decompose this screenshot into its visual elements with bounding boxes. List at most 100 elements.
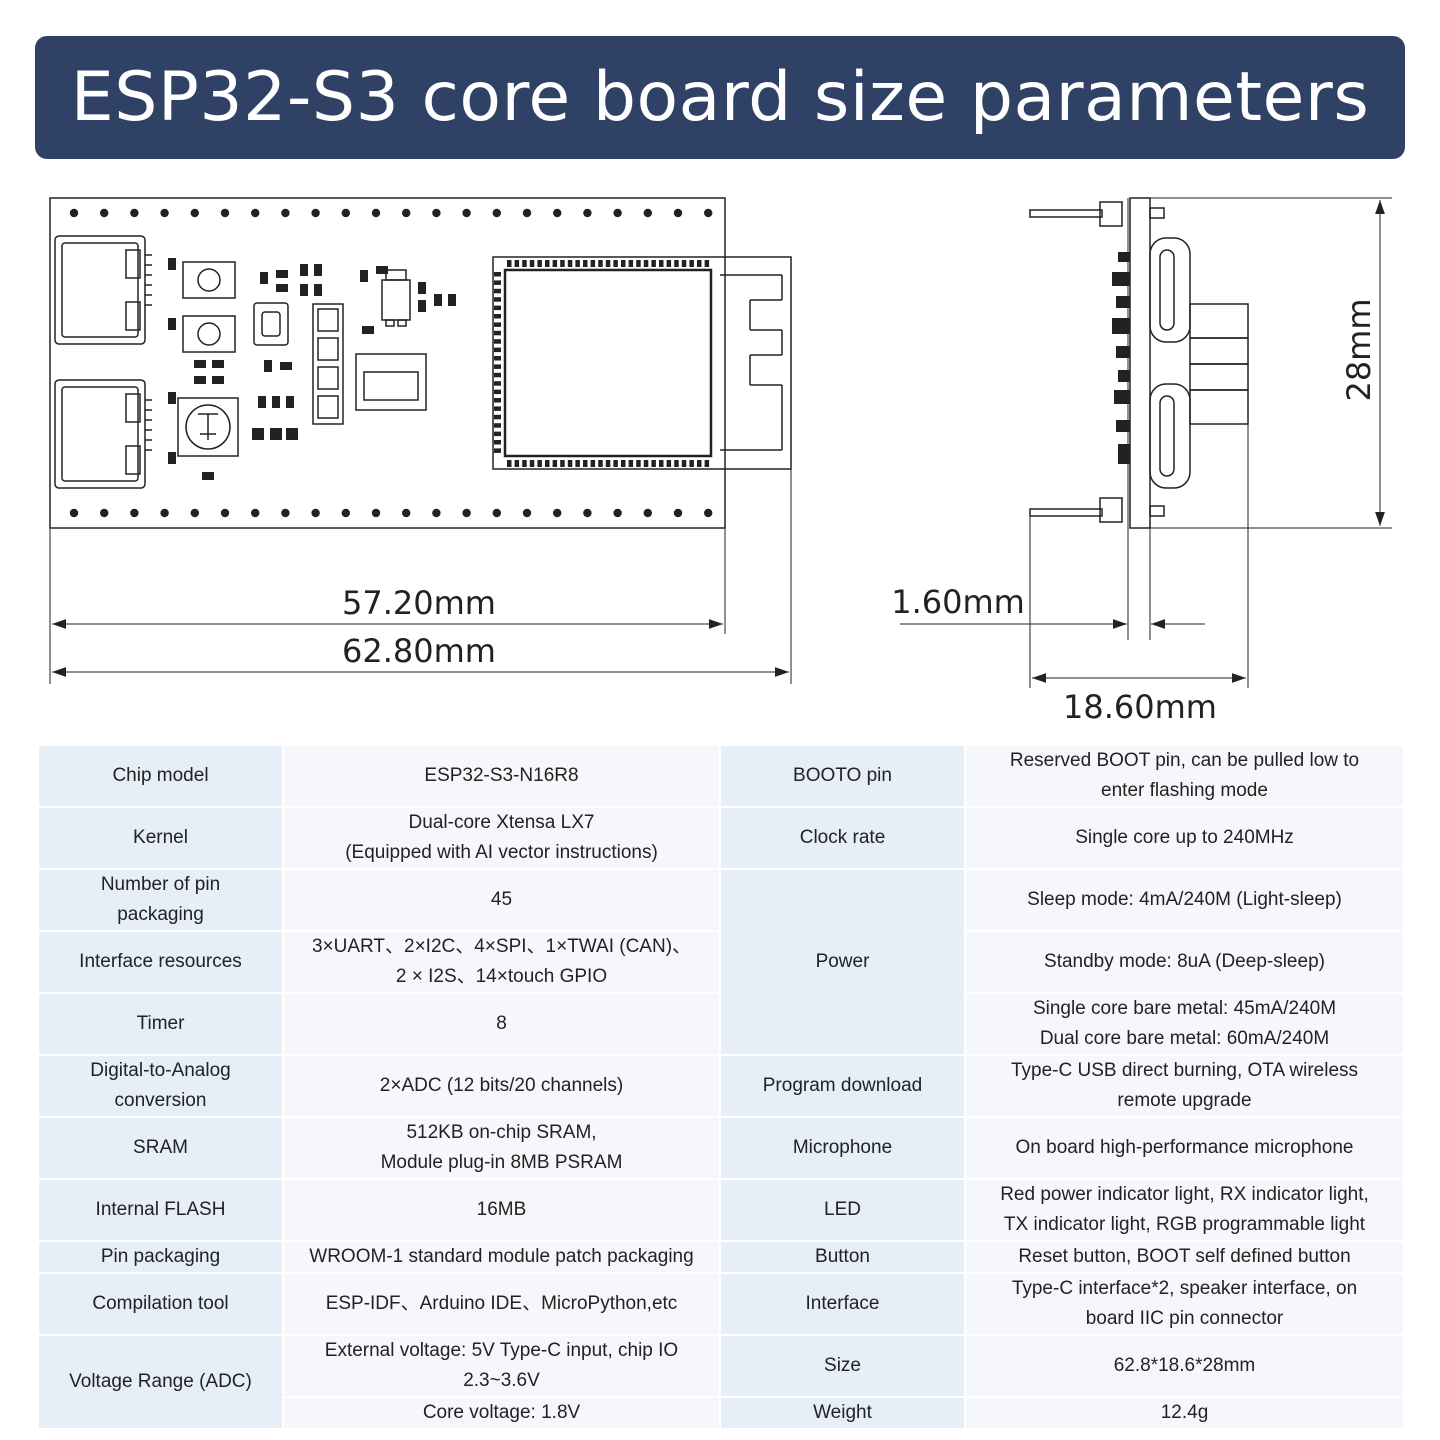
cell-text: conversion	[114, 1090, 207, 1111]
pin-hole	[371, 208, 381, 218]
castellation-pad	[537, 460, 542, 467]
microphone	[253, 302, 289, 346]
castellation-pad	[659, 460, 664, 467]
dim-label-height: 28mm	[1340, 298, 1378, 401]
pin-hole	[251, 208, 260, 218]
title-banner: ESP32-S3 core board size parameters	[35, 36, 1405, 159]
dimension-lines	[49, 197, 1392, 688]
pin-hole	[583, 508, 592, 518]
pin-hole	[160, 508, 169, 518]
cell-text: Type-C interface*2, speaker interface, o…	[1011, 1278, 1358, 1299]
castellation-pad	[659, 260, 664, 267]
cell-text: 2.3~3.6V	[463, 1370, 540, 1391]
cell-label: Clock rate	[719, 806, 966, 870]
castellation-pad	[494, 381, 501, 386]
castellation-pad	[494, 322, 501, 327]
pin-hole	[160, 208, 169, 218]
castellation-pad	[643, 260, 649, 267]
pin-hole	[341, 508, 350, 518]
cell-value: WROOM-1 standard module patch packaging	[282, 1240, 721, 1274]
pin-hole	[100, 208, 109, 218]
header-pin-top	[1029, 209, 1103, 218]
cell-label: SRAM	[37, 1116, 284, 1180]
pin-hole	[492, 508, 501, 518]
cell-label: LED	[719, 1178, 966, 1242]
castellation-pad	[567, 260, 573, 267]
voltage-regulator	[381, 269, 411, 327]
castellation-pad	[621, 260, 626, 267]
table-row: SRAM 512KB on-chip SRAM,Module plug-in 8…	[37, 1116, 1405, 1180]
castellation-pad	[567, 460, 573, 467]
castellation-pad	[590, 260, 596, 267]
cell-label: Size	[719, 1334, 966, 1398]
castellation-pad	[689, 260, 694, 267]
castellation-pad	[681, 460, 687, 467]
pin-hole	[251, 508, 260, 518]
castellation-pad	[494, 280, 501, 285]
reset-button	[182, 261, 236, 299]
castellation-pad	[537, 260, 542, 267]
cell-label: Internal FLASH	[37, 1178, 284, 1242]
cell-value: Single core up to 240MHz	[964, 806, 1405, 870]
castellation-pad	[545, 260, 550, 267]
cell-label: BOOTO pin	[719, 744, 966, 808]
cell-label: Interface	[719, 1272, 966, 1336]
cell-value: Reset button, BOOT self defined button	[964, 1240, 1405, 1274]
pin-hole	[130, 208, 139, 218]
table-row: Compilation tool ESP-IDF、Arduino IDE、Mic…	[37, 1272, 1405, 1336]
castellation-pad	[651, 460, 656, 467]
cell-value: 2×ADC (12 bits/20 channels)	[282, 1054, 721, 1118]
cell-value: 45	[282, 868, 721, 932]
castellation-pad	[494, 448, 501, 453]
pin-hole	[673, 208, 683, 218]
castellation-pad	[643, 460, 649, 467]
cell-value: On board high-performance microphone	[964, 1116, 1405, 1180]
cell-value: Red power indicator light, RX indicator …	[964, 1178, 1405, 1242]
cell-label: Compilation tool	[37, 1272, 284, 1336]
pin-hole	[704, 508, 713, 518]
castellation-pad	[494, 339, 501, 344]
pin-hole	[190, 208, 199, 218]
castellation-pad	[494, 364, 501, 369]
castellation-pad	[590, 460, 596, 467]
cell-value: Standby mode: 8uA (Deep-sleep)	[964, 930, 1405, 994]
castellation-pad	[697, 260, 702, 267]
castellation-pad	[575, 460, 580, 467]
cell-text: 3×UART、2×I2C、4×SPI、1×TWAI (CAN)、	[311, 936, 692, 957]
castellation-pad	[605, 460, 611, 467]
castellation-pad	[560, 260, 565, 267]
cell-value: Core voltage: 1.8V	[282, 1396, 721, 1430]
cell-label: Kernel	[37, 806, 284, 870]
cell-text: 2 × I2S、14×touch GPIO	[395, 966, 608, 987]
table-row: Interface resources 3×UART、2×I2C、4×SPI、1…	[37, 930, 1405, 994]
pin-hole	[613, 508, 622, 518]
table-row: Chip model ESP32-S3-N16R8 BOOTO pin Rese…	[37, 744, 1405, 808]
castellation-pad	[522, 260, 527, 267]
cell-text: External voltage: 5V Type-C input, chip …	[324, 1340, 679, 1361]
castellation-pad	[494, 305, 501, 311]
table-row: Timer 8 Single core bare metal: 45mA/240…	[37, 992, 1405, 1056]
castellation-pad	[674, 460, 679, 467]
castellation-pad	[575, 260, 580, 267]
castellation-pad	[494, 288, 501, 294]
castellation-pad	[628, 460, 634, 467]
castellation-pad	[583, 260, 588, 267]
castellation-pad	[628, 260, 634, 267]
table-row: Pin packaging WROOM-1 standard module pa…	[37, 1240, 1405, 1274]
boot-button	[182, 315, 236, 353]
cell-text: enter flashing mode	[1101, 780, 1268, 801]
castellation-pad	[598, 260, 603, 267]
cell-text: Dual-core Xtensa LX7	[408, 812, 595, 833]
side-usb-c-2	[1149, 383, 1191, 489]
side-pcb	[1129, 197, 1151, 529]
pin-hole	[462, 508, 471, 518]
table-row: Kernel Dual-core Xtensa LX7(Equipped wit…	[37, 806, 1405, 870]
castellation-pad	[494, 414, 501, 420]
castellation-pad	[636, 260, 641, 267]
dim-label-total-length: 62.80mm	[342, 632, 496, 670]
spec-table: Chip model ESP32-S3-N16R8 BOOTO pin Rese…	[37, 744, 1405, 1430]
castellation-pad	[613, 260, 618, 267]
